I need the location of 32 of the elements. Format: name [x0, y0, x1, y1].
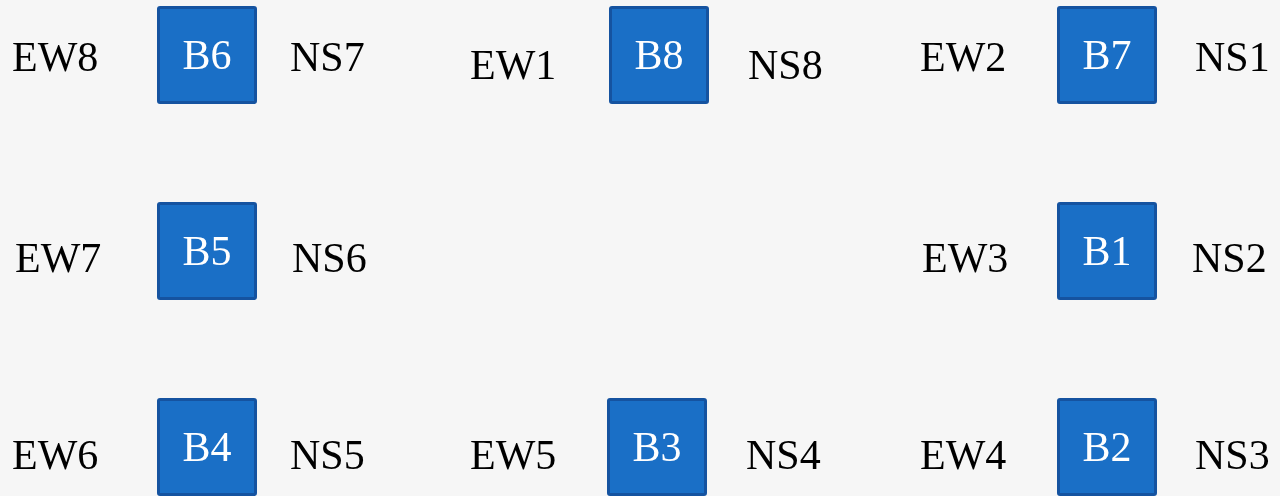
station-box	[157, 398, 257, 496]
station-box	[157, 6, 257, 104]
station-box	[1057, 6, 1157, 104]
direction-label: EW2	[920, 36, 1007, 78]
direction-label: EW5	[470, 434, 557, 476]
box-label: B5	[182, 230, 232, 272]
box-label: B7	[1082, 34, 1132, 76]
station-box	[157, 202, 257, 300]
direction-label: EW8	[12, 36, 99, 78]
station-box	[609, 6, 709, 104]
station-box	[1057, 398, 1157, 496]
box-label: B8	[634, 34, 684, 76]
box-label: B3	[632, 426, 682, 468]
direction-label: EW4	[920, 434, 1007, 476]
direction-label: EW7	[15, 237, 102, 279]
direction-label: EW1	[470, 44, 557, 86]
direction-label: EW6	[12, 434, 99, 476]
station-box	[1057, 202, 1157, 300]
direction-label: NS2	[1192, 237, 1267, 279]
direction-label: NS3	[1195, 434, 1270, 476]
direction-label: NS4	[746, 434, 821, 476]
direction-label: EW3	[922, 237, 1009, 279]
box-label: B2	[1082, 426, 1132, 468]
direction-label: NS6	[292, 237, 367, 279]
box-label: B1	[1082, 230, 1132, 272]
box-label: B6	[182, 34, 232, 76]
station-box	[607, 398, 707, 496]
direction-label: NS8	[748, 44, 823, 86]
box-label: B4	[182, 426, 232, 468]
direction-label: NS7	[290, 36, 365, 78]
direction-label: NS1	[1195, 36, 1270, 78]
direction-label: NS5	[290, 434, 365, 476]
